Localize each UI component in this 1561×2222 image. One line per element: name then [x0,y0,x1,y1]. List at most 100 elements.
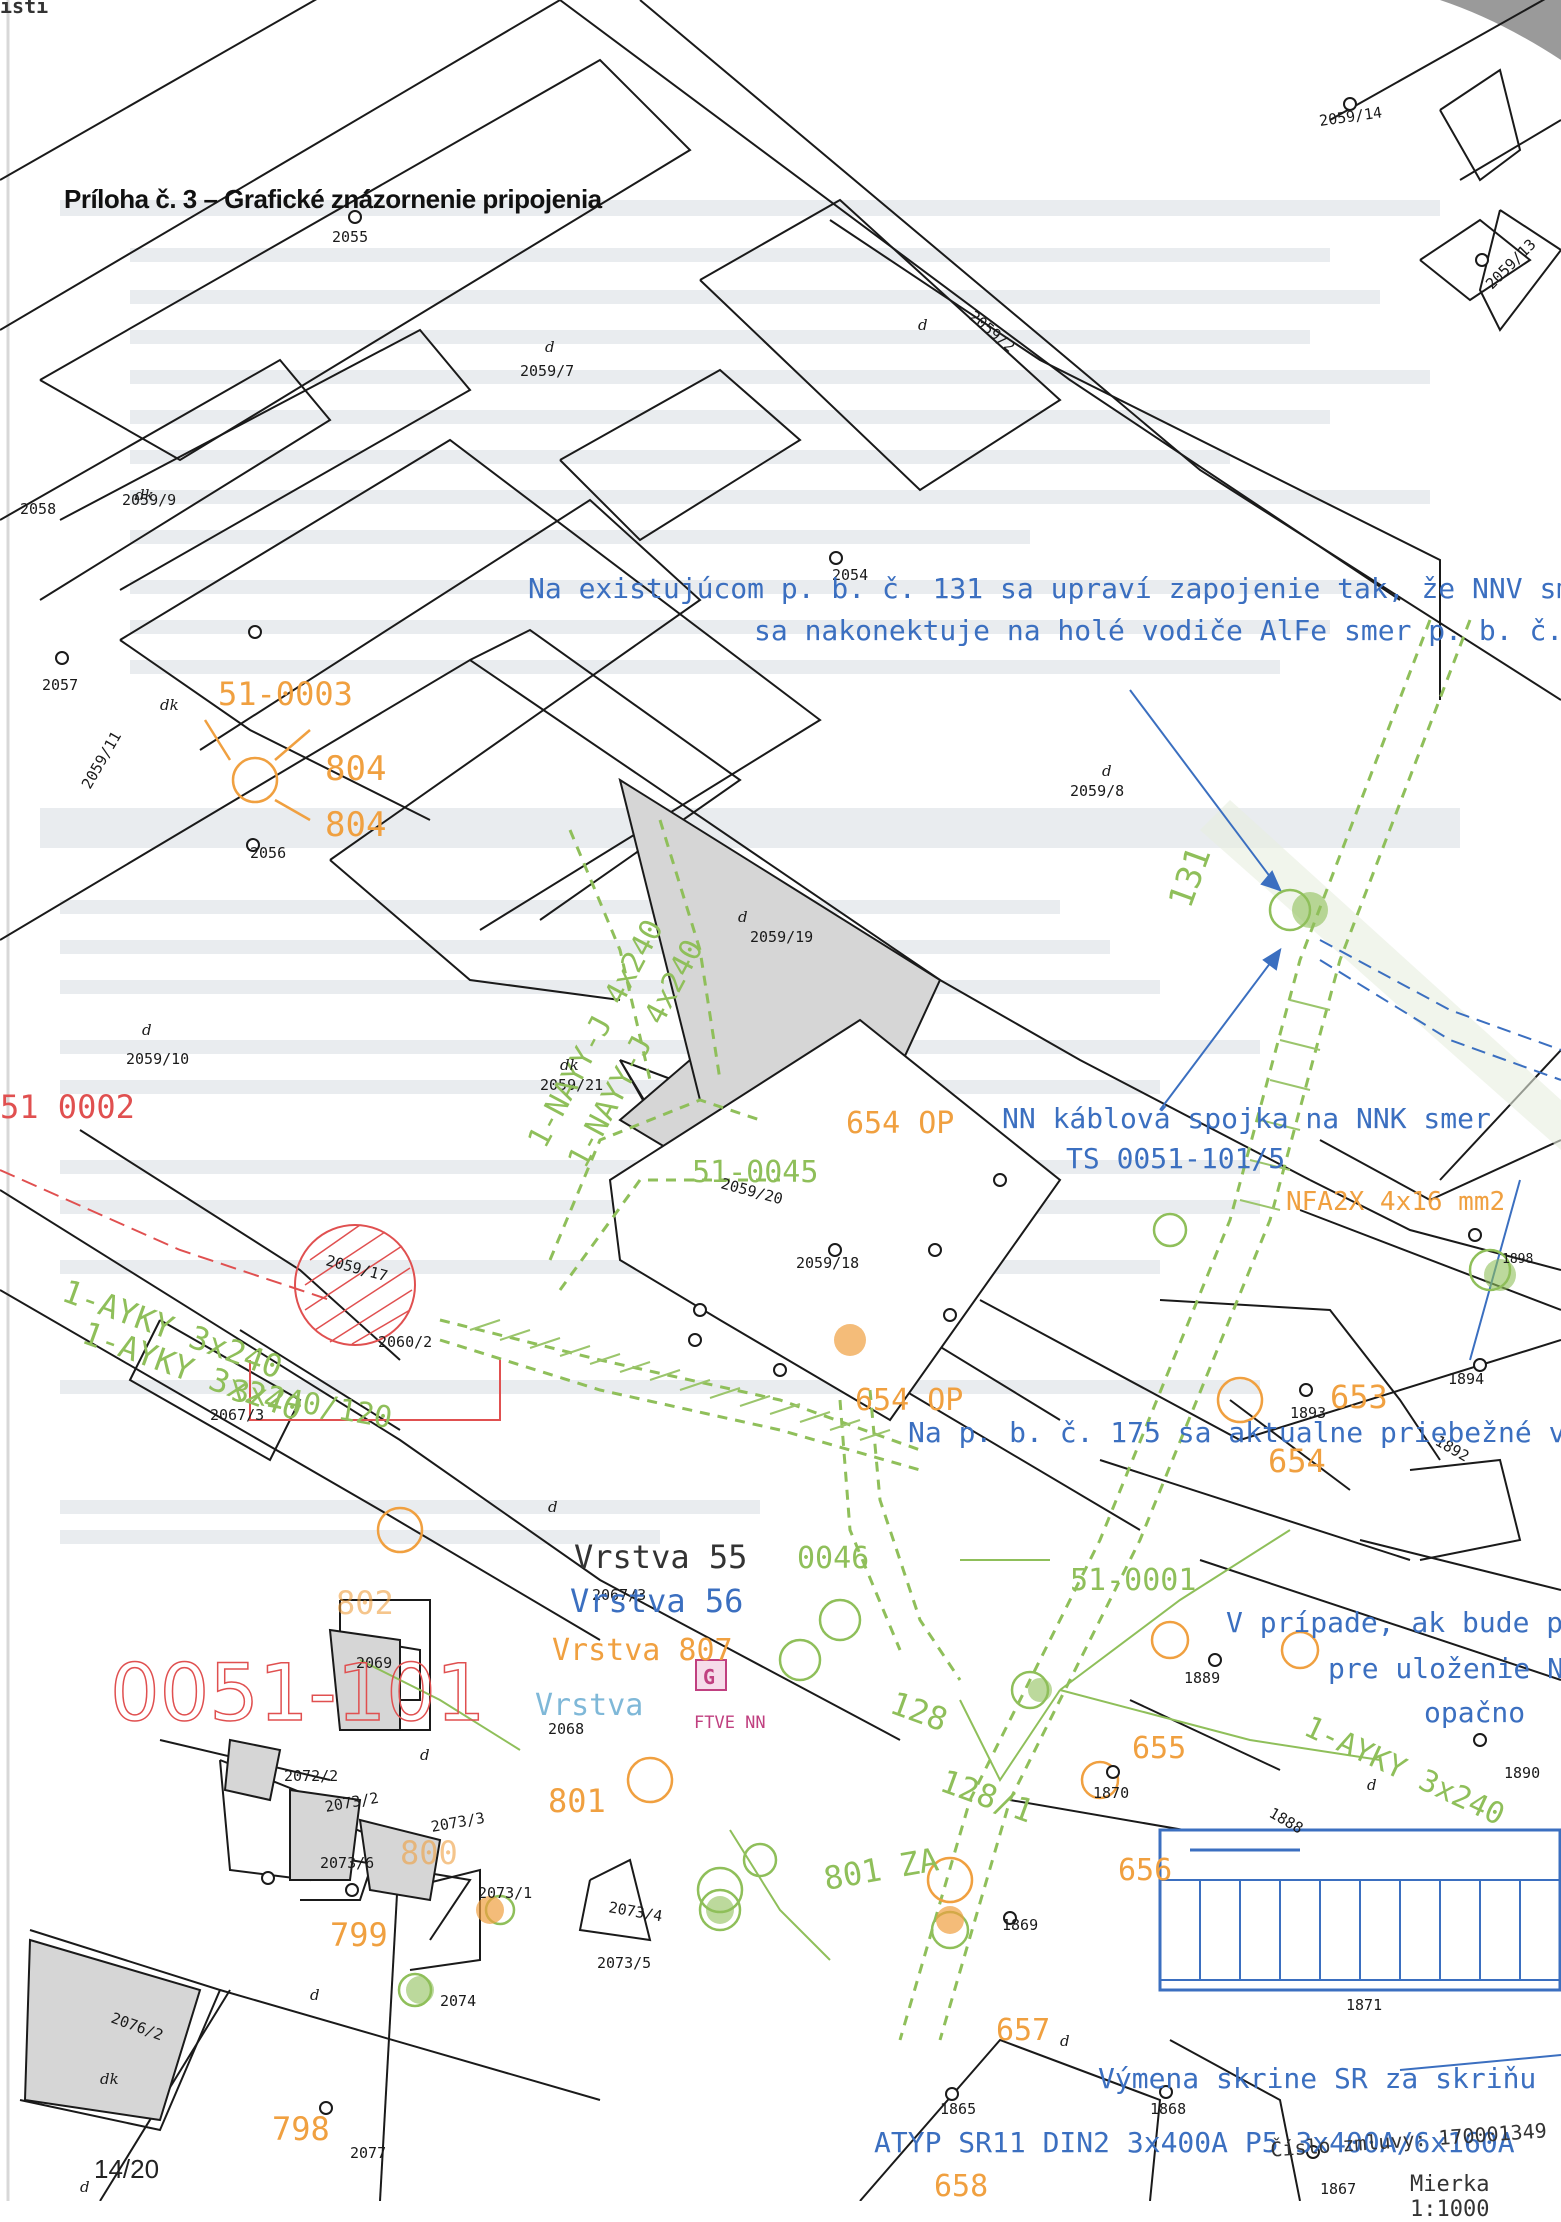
note-case-line3: opačno [1424,1696,1525,1729]
pole-label: 51 0002 [0,1088,135,1126]
parcel-label: 2067/3 [210,1406,264,1424]
parcel-label: 1893 [1290,1404,1326,1422]
parcel-label: 2057 [42,676,78,694]
blue-dashed-lines [1319,939,1561,1081]
parcel-label: 2059/10 [126,1050,189,1068]
map-scale: Mierka 1:1000 [1410,2172,1490,2222]
pole-label: 654 OP [846,1106,954,1141]
pole-label: 801 ZA [821,1840,941,1897]
note-case-line2: pre uloženie N [1328,1652,1561,1685]
pole-label: 131 [1161,842,1220,913]
pole-label: 802 [336,1584,394,1622]
pole-label: 51-0045 [692,1155,818,1190]
parcel-label: 2074 [440,1992,476,2010]
table-underline [1399,2054,1561,2071]
note-175: Na p. b. č. 175 sa aktualne priebežné ve… [908,1416,1561,1449]
parcel-label: 2059/21 [540,1076,603,1094]
parcel-label: 2072/2 [284,1767,338,1785]
svg-text:dk: dk [560,1056,579,1074]
parcel-label: 2069 [356,1654,392,1672]
cable-table-cells [1199,1880,1521,1980]
svg-text:d: d [738,908,748,926]
pole-label: 801 [548,1782,606,1820]
parcel-label: 2073/6 [320,1854,374,1872]
layer-label: Vrstva [535,1688,643,1723]
parcel-label: 1869 [1002,1916,1038,1934]
parcel-label: 2054 [832,566,868,584]
svg-text:d: d [420,1746,430,1764]
parcel-label: 2073/3 [430,1809,486,1836]
layer-label: Vrstva 807 [552,1633,733,1668]
parcel-label: 2073/5 [597,1954,651,1972]
parcel-label: 1898 [1502,1252,1533,1267]
green-route-lines [359,1529,1381,1961]
pole-label: 128 [885,1684,952,1739]
svg-text:d: d [1367,1776,1377,1794]
parcel-label: 2068 [548,1720,584,1738]
note-131-line1: Na existujúcom p. b. č. 131 sa upraví za… [528,572,1561,605]
svg-text:d: d [80,2178,90,2196]
note-case-line1: V prípade, ak bude p [1226,1606,1561,1639]
green-hatch-corridor [469,999,1331,1441]
note-box-line1: Výmena skrine SR za skriňu [1098,2062,1536,2095]
parcel-label: 1870 [1093,1784,1129,1802]
parcel-label: 2073/4 [607,1898,663,1925]
svg-text:d: d [548,1498,558,1516]
pole-label: 655 [1132,1731,1186,1766]
svg-text:d: d [1102,762,1112,780]
road-corridor [1200,800,1561,1150]
parcel-label: 2059/17 [324,1251,390,1285]
orange-poles [203,719,1320,1904]
pole-label: 657 [996,2013,1050,2048]
pole-label: 804 [325,749,386,789]
green-cable-routes [439,619,1472,2041]
parcel-label: 2059/9 [122,491,176,509]
note-splice-line2: TS 0051-101/5 [1066,1142,1285,1175]
blue-notes: Na existujúcom p. b. č. 131 sa upraví za… [528,572,1561,2159]
pole-label: 51-0001 [1070,1563,1196,1598]
svg-text:dk: dk [135,486,154,504]
svg-text:dk: dk [100,2070,119,2088]
hatched-poles [406,892,1516,2004]
layer-label: Vrstva 55 [574,1538,747,1576]
pole-label: 799 [330,1916,388,1954]
parcel-label: 1867 [1320,2180,1356,2198]
corner-text: isti [0,0,49,18]
parcel-label: 2059/11 [78,728,125,792]
pole-label: 654 OP [855,1383,963,1418]
cable-label: NFA2X 4x16 mm2 [1286,1187,1505,1217]
note-131-line2: sa nakonektuje na holé vodiče AlFe smer … [754,614,1561,647]
svg-text:d: d [142,1021,152,1039]
parcel-label: 2056 [250,844,286,862]
generator-letter: G [703,1665,715,1689]
parcel-label: 2059/7 [520,362,574,380]
svg-text:d: d [918,316,928,334]
svg-text:d: d [545,338,555,356]
pole-label: 0046 [797,1541,869,1576]
parcel-label: 2058 [20,500,56,518]
pole-label: 653 [1330,1378,1388,1416]
ts-hatch [304,1224,413,1345]
pole-label: 798 [272,2110,330,2148]
parcel-label: 2059/8 [1070,782,1124,800]
parcel-label: 2077 [350,2144,386,2162]
svg-text:dk: dk [160,696,179,714]
ts-red-lines [0,1169,501,1421]
note-splice-line1: NN káblová spojka na NNK smer [1002,1102,1491,1135]
parcel-label: 1894 [1448,1370,1484,1388]
pole-label: 654 [1268,1442,1326,1480]
pole-label: 658 [934,2169,988,2201]
page-number: 14/20 [94,2154,160,2184]
parcel-label: 2059/14 [1318,103,1383,130]
parcel-label: 1865 [940,2100,976,2118]
note-box-line2: ATYP SR11 DIN2 3x400A P5 3x400A/6x160A [874,2126,1515,2159]
parcel-label: 1890 [1504,1764,1540,1782]
ftve-label: FTVE NN [694,1713,766,1733]
page-curl-shadow [1440,0,1561,60]
layer-label: Vrstva 56 [570,1582,743,1620]
generator-symbol [695,1659,727,1691]
pole-label: 656 [1118,1853,1172,1888]
parcel-label: 1871 [1346,1996,1382,2014]
